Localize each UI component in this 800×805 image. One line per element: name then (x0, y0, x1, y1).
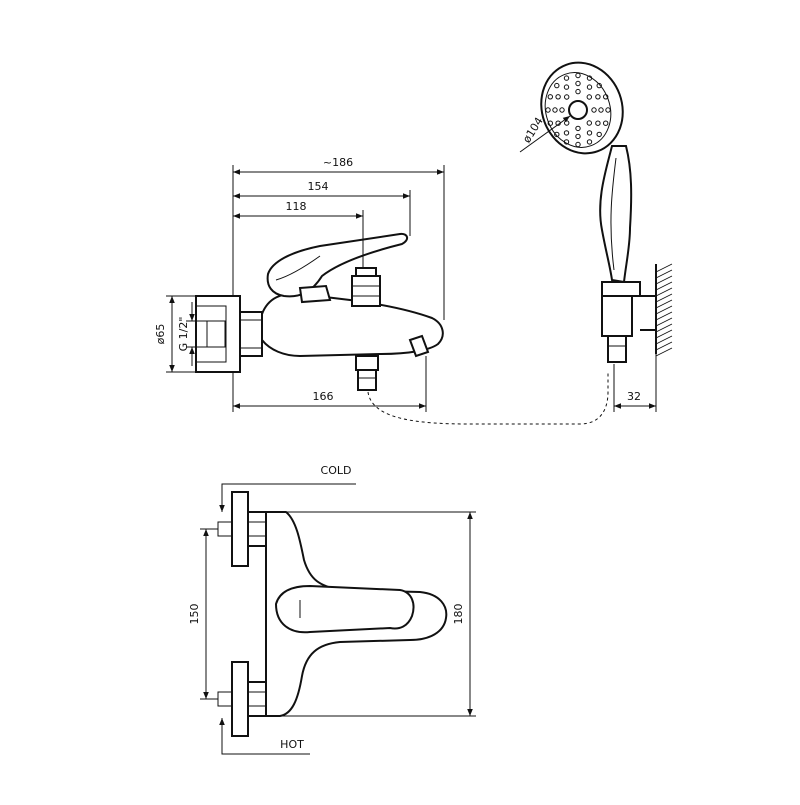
hot-nut (247, 681, 267, 717)
nozzle-dot (563, 84, 570, 90)
hatch-line (655, 287, 673, 297)
hot-label: HOT (280, 738, 304, 751)
cold-label: COLD (321, 464, 352, 477)
hot-flange (231, 661, 249, 737)
holder-cup (601, 281, 641, 297)
nozzle-dot (552, 107, 558, 113)
nozzle-dot (559, 107, 565, 113)
hatch-line (655, 323, 673, 333)
hatch-line (655, 305, 673, 315)
nozzle-dot (596, 82, 602, 89)
nozzle-dot (547, 120, 553, 126)
shower-center-disc (568, 100, 588, 120)
shower-outlet-nut (355, 355, 379, 371)
shower-nozzles (545, 72, 611, 148)
hatch-line (655, 311, 673, 321)
nozzle-dot (586, 130, 593, 136)
shower-handle (599, 145, 633, 284)
nozzle-dot (575, 133, 581, 140)
spout (408, 334, 430, 358)
dim-thread-size: G 1/2" (177, 317, 190, 352)
nozzle-dot (554, 131, 560, 138)
nozzle-dot (555, 94, 561, 100)
wall-hatching (655, 263, 673, 357)
nozzle-dot (575, 80, 581, 87)
nozzle-dot (603, 94, 609, 100)
dim-wall-to-spout: 166 (313, 390, 334, 403)
dim-inlet-spacing: 150 (188, 604, 201, 625)
cold-leader (219, 483, 356, 512)
dim-spout-length: 154 (308, 180, 329, 193)
hatch-line (655, 341, 673, 351)
dim-flange-diameter: ø65 (154, 324, 167, 345)
nozzle-dot (563, 130, 570, 136)
top-lever (274, 584, 415, 634)
hatch-line (655, 263, 673, 273)
hatch-line (655, 299, 673, 309)
nozzle-dot (586, 120, 592, 126)
nozzle-dot (547, 94, 553, 100)
hot-leader (219, 718, 310, 755)
hatch-line (655, 281, 673, 291)
mixer-side-view (195, 232, 609, 425)
hatch-line (655, 329, 673, 339)
hatch-line (655, 335, 673, 345)
nozzle-dot (605, 107, 611, 113)
nozzle-dot (596, 131, 602, 138)
hatch-line (655, 269, 673, 279)
nozzle-dot (586, 94, 592, 100)
dim-overall-length: ~186 (323, 156, 353, 169)
dim-handle-length: 118 (286, 200, 307, 213)
nozzle-dot (575, 88, 581, 95)
nozzle-dot (603, 120, 609, 126)
nozzle-dot (563, 75, 570, 81)
dim-body-width: 180 (452, 604, 465, 625)
nozzle-dot (554, 82, 560, 89)
hatch-line (655, 275, 673, 285)
nozzle-dot (598, 107, 604, 113)
wall-flange (195, 295, 241, 373)
nozzle-dot (575, 72, 581, 79)
hatch-line (655, 317, 673, 327)
nozzle-dot (591, 107, 597, 113)
nozzle-dot (545, 107, 551, 113)
diverter-body (351, 275, 381, 307)
connector-nut (239, 311, 263, 357)
cold-nut (247, 511, 267, 547)
nozzle-dot (586, 75, 593, 81)
hand-shower (540, 61, 673, 363)
dim-head-diameter: ø104 (520, 115, 546, 145)
lever-handle (266, 232, 408, 298)
dim-line-head (519, 115, 571, 153)
shower-hose (367, 372, 609, 425)
hatch-line (655, 293, 673, 303)
nozzle-dot (595, 120, 601, 126)
hatch-line (655, 347, 673, 357)
top-view-dimensions: COLD HOT 150 180 (188, 464, 476, 755)
nozzle-dot (563, 139, 570, 145)
nozzle-dot (575, 141, 581, 148)
nozzle-dot (586, 139, 593, 145)
dim-holder-depth: 32 (627, 390, 641, 403)
diverter-knob (355, 267, 377, 277)
nozzle-dot (595, 94, 601, 100)
mixer-top-view (217, 491, 448, 737)
holder-bracket (601, 295, 633, 337)
nozzle-dot (575, 125, 581, 132)
nozzle-dot (586, 84, 593, 90)
nozzle-dot (564, 94, 570, 100)
cold-flange (231, 491, 249, 567)
